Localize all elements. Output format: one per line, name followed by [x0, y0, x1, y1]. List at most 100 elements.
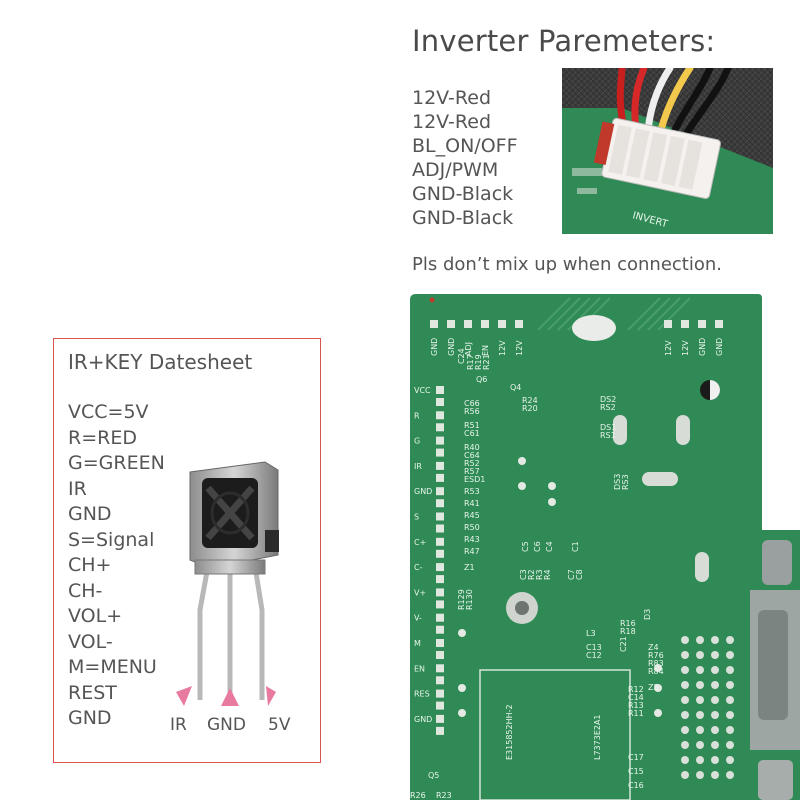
- board-header-pin: [726, 651, 734, 659]
- ir-leg-label: IR: [170, 715, 187, 735]
- board-pin-pad: [498, 320, 506, 328]
- board-component-label: R2: [527, 569, 536, 580]
- board-component-label: R50: [464, 523, 480, 532]
- ir-pin: CH+: [68, 554, 112, 576]
- board-pin-pad: [436, 575, 444, 584]
- board-pin-label: M: [414, 639, 421, 648]
- board-header-pin: [681, 771, 689, 779]
- board-pin-pad: [698, 320, 706, 328]
- board-pin-pad: [436, 549, 444, 558]
- board-pin-pad: [436, 613, 444, 622]
- board-pin-pad: [436, 487, 444, 496]
- board-component-label: R24: [522, 396, 538, 405]
- board-component-label: R43: [464, 535, 480, 544]
- board-pin-label: GND: [414, 715, 432, 724]
- board-pin-label: GND: [698, 338, 707, 356]
- board-component-label: C64: [464, 451, 480, 460]
- board-component-label: R57: [464, 467, 480, 476]
- board-component-label: DS3: [613, 474, 622, 490]
- board-pin-pad: [436, 473, 444, 482]
- board-header-pin: [711, 726, 719, 734]
- board-header-pin: [726, 756, 734, 764]
- board-pin-label: C+: [414, 538, 426, 547]
- board-pin-pad: [447, 320, 455, 328]
- inverter-pin: 12V-Red: [412, 87, 492, 109]
- board-header-pin: [681, 696, 689, 704]
- board-header-pin: [711, 651, 719, 659]
- board-component-label: Z1: [464, 563, 475, 572]
- board-pin-label: R: [414, 411, 420, 420]
- board-component-label: C3: [519, 569, 528, 580]
- board-pin-pad: [436, 448, 444, 457]
- board-pin-pad: [436, 398, 444, 406]
- board-pin-label: VCC: [414, 386, 431, 395]
- board-pin-label: IR: [414, 462, 422, 471]
- board-header-pin: [681, 726, 689, 734]
- board-header-pin: [681, 636, 689, 644]
- board-component-label: R56: [464, 407, 480, 416]
- board-component-label: C12: [586, 651, 602, 660]
- board-pin-pad: [464, 320, 472, 328]
- board-component-label: Q4: [510, 383, 521, 392]
- board-component-label: R3: [535, 569, 544, 580]
- board-pin-label: V+: [414, 588, 426, 597]
- board-header-pin: [696, 741, 704, 749]
- inverter-pin: BL_ON/OFF: [412, 135, 518, 157]
- board-pin-pad: [664, 320, 672, 328]
- board-pin-pad: [436, 651, 444, 659]
- inverter-pin-list: 12V-Red 12V-Red BL_ON/OFF ADJ/PWM GND-Bl…: [412, 86, 518, 230]
- board-header-pin: [711, 756, 719, 764]
- board-pin-pad: [681, 320, 689, 328]
- board-component-label: DS1: [600, 423, 616, 432]
- inverter-pin: GND-Black: [412, 183, 514, 205]
- board-component-label: R12: [628, 685, 644, 694]
- board-component-label: C21: [619, 636, 628, 652]
- board-pin-pad: [436, 639, 444, 647]
- board-component-label: Z5: [648, 683, 659, 692]
- ir-leg-label: GND: [207, 715, 246, 735]
- board-component-label: R76: [648, 651, 664, 660]
- board-component-label: C24: [457, 348, 466, 364]
- board-component-label: C61: [464, 429, 480, 438]
- board-header-pin: [681, 681, 689, 689]
- board-component-label: R47: [464, 547, 480, 556]
- board-header-pin: [696, 666, 704, 674]
- board-header-pin: [681, 741, 689, 749]
- board-pin-label: C-: [414, 563, 423, 572]
- board-component-label: Q6: [476, 375, 487, 384]
- board-pin-label: ADJ: [464, 342, 473, 356]
- ir-datasheet-box: [53, 338, 321, 763]
- board-pin-label: V-: [414, 614, 422, 623]
- board-component-label: Z4: [648, 643, 659, 652]
- board-pin-pad: [436, 714, 444, 723]
- board-component-label: R130: [465, 589, 474, 610]
- board-component-label: R17: [466, 354, 475, 370]
- board-pin-pad: [430, 320, 438, 328]
- ir-datasheet-title: IR+KEY Datesheet: [68, 350, 253, 374]
- board-component-label: RS3: [621, 474, 630, 490]
- board-component-label: R41: [464, 499, 480, 508]
- board-pin-pad: [436, 461, 444, 470]
- board-component-label: R20: [522, 404, 538, 413]
- board-component-label: R19: [474, 354, 483, 370]
- board-pin-label: G: [414, 437, 420, 446]
- board-header-pin: [726, 741, 734, 749]
- board-header-pin: [681, 651, 689, 659]
- ir-pin: G=GREEN: [68, 452, 165, 474]
- board-component-label: R51: [464, 421, 480, 430]
- board-chip-label: E315852HH-2: [505, 704, 514, 760]
- board-pin-pad: [436, 701, 444, 710]
- ir-pin: S=Signal: [68, 528, 155, 551]
- board-header-pin: [696, 651, 704, 659]
- inverter-pin: ADJ/PWM: [412, 159, 499, 181]
- board-pin-label: 12V: [664, 340, 673, 356]
- board-pin-pad: [436, 676, 444, 685]
- board-pin-pad: [715, 320, 723, 328]
- board-pin-pad: [436, 499, 444, 508]
- board-header-pin: [711, 636, 719, 644]
- board-pin-pad: [436, 524, 444, 533]
- board-pin-label: RES: [414, 690, 430, 699]
- board-pin-label: GND: [715, 338, 724, 356]
- board-pin-label: 12V: [498, 340, 507, 356]
